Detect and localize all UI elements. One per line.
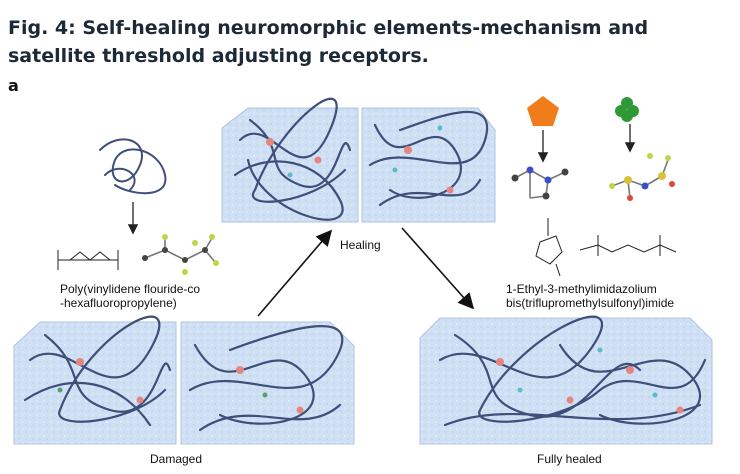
healing-label: Healing: [340, 238, 381, 252]
fully-healed-block: [419, 315, 713, 445]
polymer-name-line1: Poly(vinylidene flouride-co: [60, 282, 201, 296]
damaged-label: Damaged: [150, 452, 203, 466]
ionic-formula: [535, 218, 677, 277]
cation-pentagon-marker: [527, 96, 559, 126]
cation-molecule: [511, 166, 569, 200]
polymer-ballstick: [142, 234, 219, 275]
polymer-name-line2: -hexafluoropropylene): [60, 296, 177, 310]
ionic-liquid-name-line2: bis(triflupromethylsulfonyl)imide: [506, 296, 675, 310]
panel-label: a: [8, 76, 19, 95]
polymer-coil: [99, 138, 167, 195]
healing-block: [221, 97, 496, 223]
healing-arrow-down: [401, 227, 475, 310]
figure-title: Fig. 4: Self-healing neuromorphic elemen…: [8, 17, 649, 67]
anion-molecule: [609, 153, 675, 201]
anion-cluster-marker: [615, 97, 639, 122]
fully-healed-label: Fully healed: [537, 452, 602, 466]
damaged-block: [13, 315, 355, 445]
healing-arrow-up: [257, 229, 333, 317]
ionic-liquid-name-line1: 1-Ethyl-3-methylimidazolium: [506, 282, 657, 296]
polymer-formula: [57, 250, 119, 270]
